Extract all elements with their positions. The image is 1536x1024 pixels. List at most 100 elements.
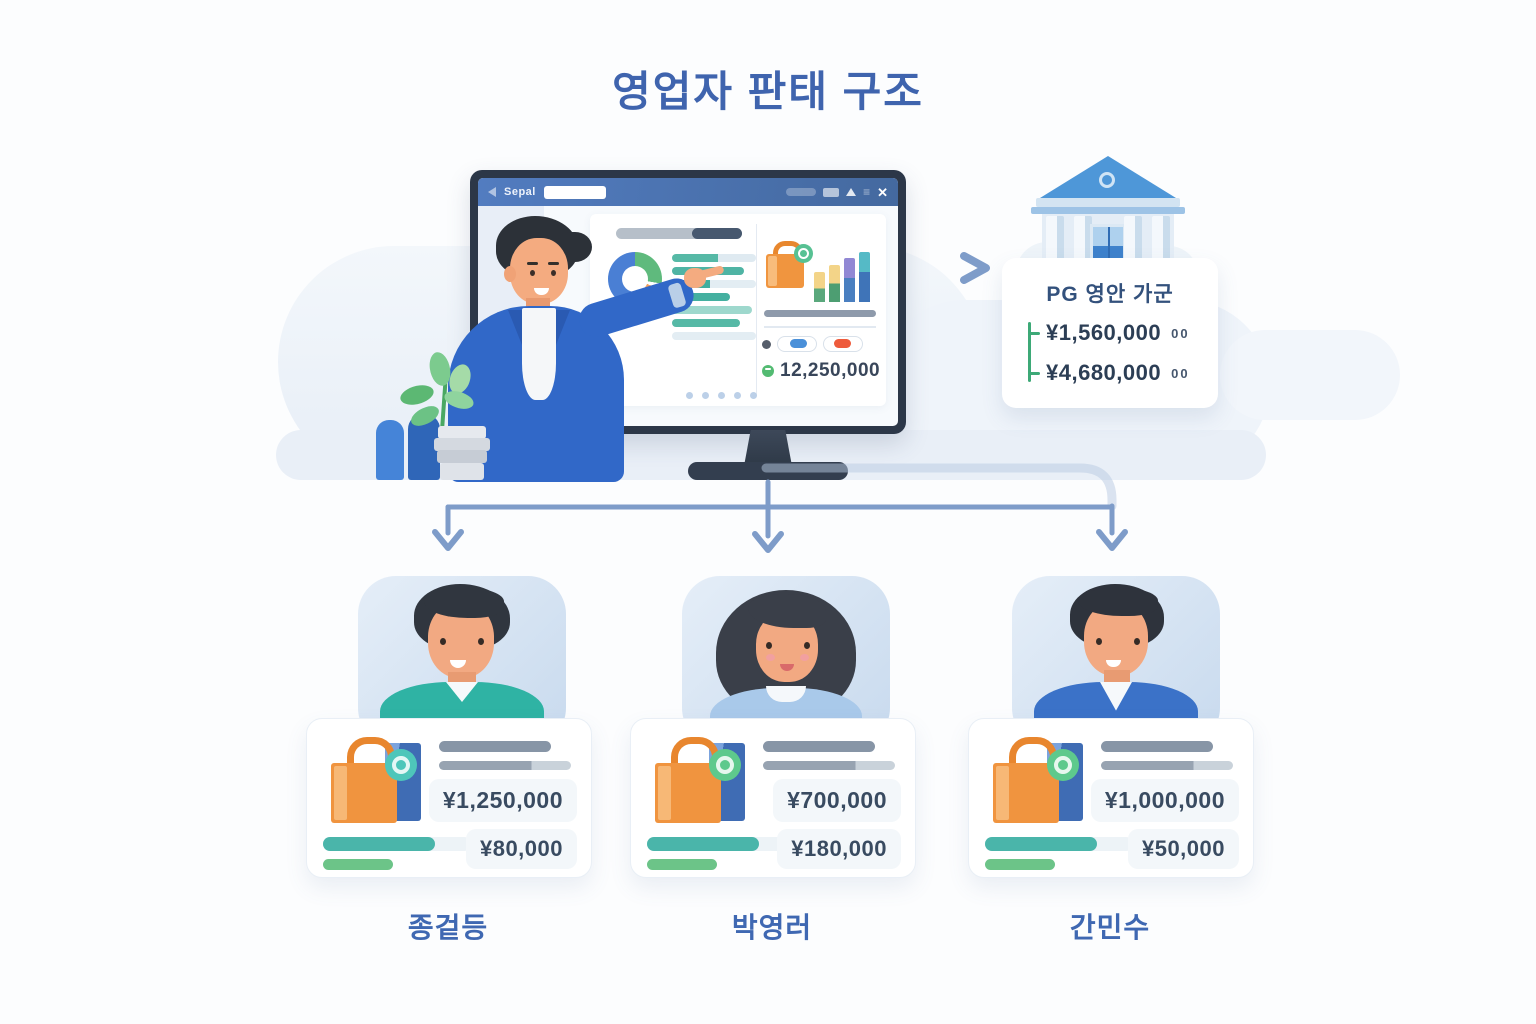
won-coin-icon	[762, 365, 774, 377]
avatar-smile	[450, 660, 466, 668]
shopping-bag-icon	[766, 241, 813, 288]
shopping-bag-icon	[991, 737, 1091, 827]
green-progress-bar	[985, 859, 1055, 870]
plant-leaf	[398, 381, 436, 409]
seller-name: 박영러	[731, 912, 813, 943]
settlement-amount: ¥4,680,000	[1046, 360, 1162, 385]
settlement-row: ¥4,680,000 00	[1046, 360, 1190, 386]
avatar-collar	[766, 686, 806, 702]
bracket-line	[1028, 322, 1031, 382]
circle-badge-icon	[385, 749, 417, 781]
circle-badge-icon	[709, 749, 741, 781]
stat-bar	[672, 280, 756, 288]
dot	[718, 392, 725, 399]
avatar-smile	[1106, 660, 1121, 667]
pot-tier	[438, 426, 486, 439]
progress-track	[647, 837, 795, 851]
bank-roof-band	[1036, 198, 1180, 207]
dot	[750, 392, 757, 399]
pagination-dots	[686, 392, 757, 399]
progress-track	[323, 837, 471, 851]
progress-fill	[691, 228, 742, 239]
presenter-arm	[575, 274, 698, 342]
teal-progress-bar	[647, 837, 759, 851]
settlement-suffix: 00	[1171, 325, 1190, 341]
placeholder-text-bar	[763, 761, 895, 770]
back-arrow-icon	[488, 187, 496, 197]
plant-leaf	[442, 388, 476, 412]
pot-tier	[440, 463, 484, 480]
bar	[814, 272, 825, 302]
stat-bar	[672, 319, 740, 327]
shopping-bag-icon	[329, 737, 429, 827]
teal-progress-bar	[323, 837, 435, 851]
avatar-blush	[766, 654, 775, 661]
avatar-eyes	[766, 642, 810, 649]
pot-tier	[434, 438, 490, 451]
bank-pediment-circle	[1099, 172, 1115, 188]
placeholder-text-bar	[439, 761, 571, 770]
presenter-eye	[551, 270, 556, 276]
panel-divider	[756, 224, 757, 396]
seller-card: ¥1,000,000 ¥50,000	[968, 718, 1254, 878]
placeholder-text-bar	[763, 741, 875, 752]
presenter-ear	[504, 266, 516, 282]
close-icon: ✕	[877, 184, 888, 200]
seller-name: 간민수	[1069, 912, 1151, 943]
presenter-shirt	[522, 308, 556, 400]
bracket-tick	[1028, 372, 1040, 375]
teal-progress-bar	[985, 837, 1097, 851]
sale-amount: ¥1,250,000	[428, 779, 577, 822]
bar	[859, 252, 870, 302]
fee-amount: ¥50,000	[1127, 829, 1239, 869]
placeholder-text-bar	[1101, 761, 1233, 770]
settlement-row: ¥1,560,000 00	[1046, 320, 1190, 346]
settlement-amount: ¥1,560,000	[1046, 320, 1162, 345]
plant-pot	[434, 426, 490, 482]
revenue-row: 12,250,000	[762, 360, 880, 382]
background-cloud-small	[1220, 330, 1400, 420]
toggle-knob	[834, 338, 851, 348]
bag-highlight	[334, 766, 347, 820]
toggle-switch-blue	[777, 336, 817, 352]
titlebar-pill	[786, 188, 817, 196]
avatar-hair-fringe	[424, 588, 504, 618]
sale-amount: ¥1,000,000	[1090, 779, 1239, 822]
toggle-switch-orange	[823, 336, 863, 352]
dot	[702, 392, 709, 399]
pg-settlement-card: PG 영안 가군 ¥1,560,000 00 ¥4,680,000 00	[1002, 258, 1218, 408]
presenter-brow	[548, 262, 559, 265]
bag-highlight	[658, 766, 671, 820]
progress-track	[985, 837, 1133, 851]
stat-bar	[672, 254, 756, 262]
seller-avatar	[682, 576, 890, 746]
bar-chart	[814, 252, 876, 302]
revenue-value: 12,250,000	[780, 360, 881, 381]
circle-badge-icon	[1047, 749, 1079, 781]
seller-name: 종겉등	[407, 912, 489, 943]
avatar-blush	[800, 654, 809, 661]
progress-bar	[616, 228, 742, 239]
section-divider	[764, 310, 876, 317]
pot-tier	[437, 450, 487, 463]
stat-bar	[672, 332, 756, 340]
green-progress-bar	[647, 859, 717, 870]
pointing-finger	[699, 265, 725, 279]
avatar-eyes	[1096, 638, 1140, 645]
presenter-brow	[527, 262, 538, 265]
seller-avatar	[1012, 576, 1220, 746]
stat-bar	[672, 293, 730, 301]
toggle-row	[762, 336, 878, 352]
bag-highlight	[768, 256, 777, 286]
bank-roof-band	[1031, 207, 1185, 214]
bracket-tick	[1028, 332, 1040, 335]
avatar-hair-fringe	[748, 594, 826, 628]
thin-divider	[764, 326, 876, 328]
seller-card: ¥700,000 ¥180,000	[630, 718, 916, 878]
titlebar-controls: ≡ ✕	[786, 186, 888, 199]
avatar-hair-fringe	[1078, 588, 1158, 616]
address-bar	[543, 185, 606, 199]
green-progress-bar	[323, 859, 393, 870]
placeholder-text-bar	[439, 741, 551, 752]
